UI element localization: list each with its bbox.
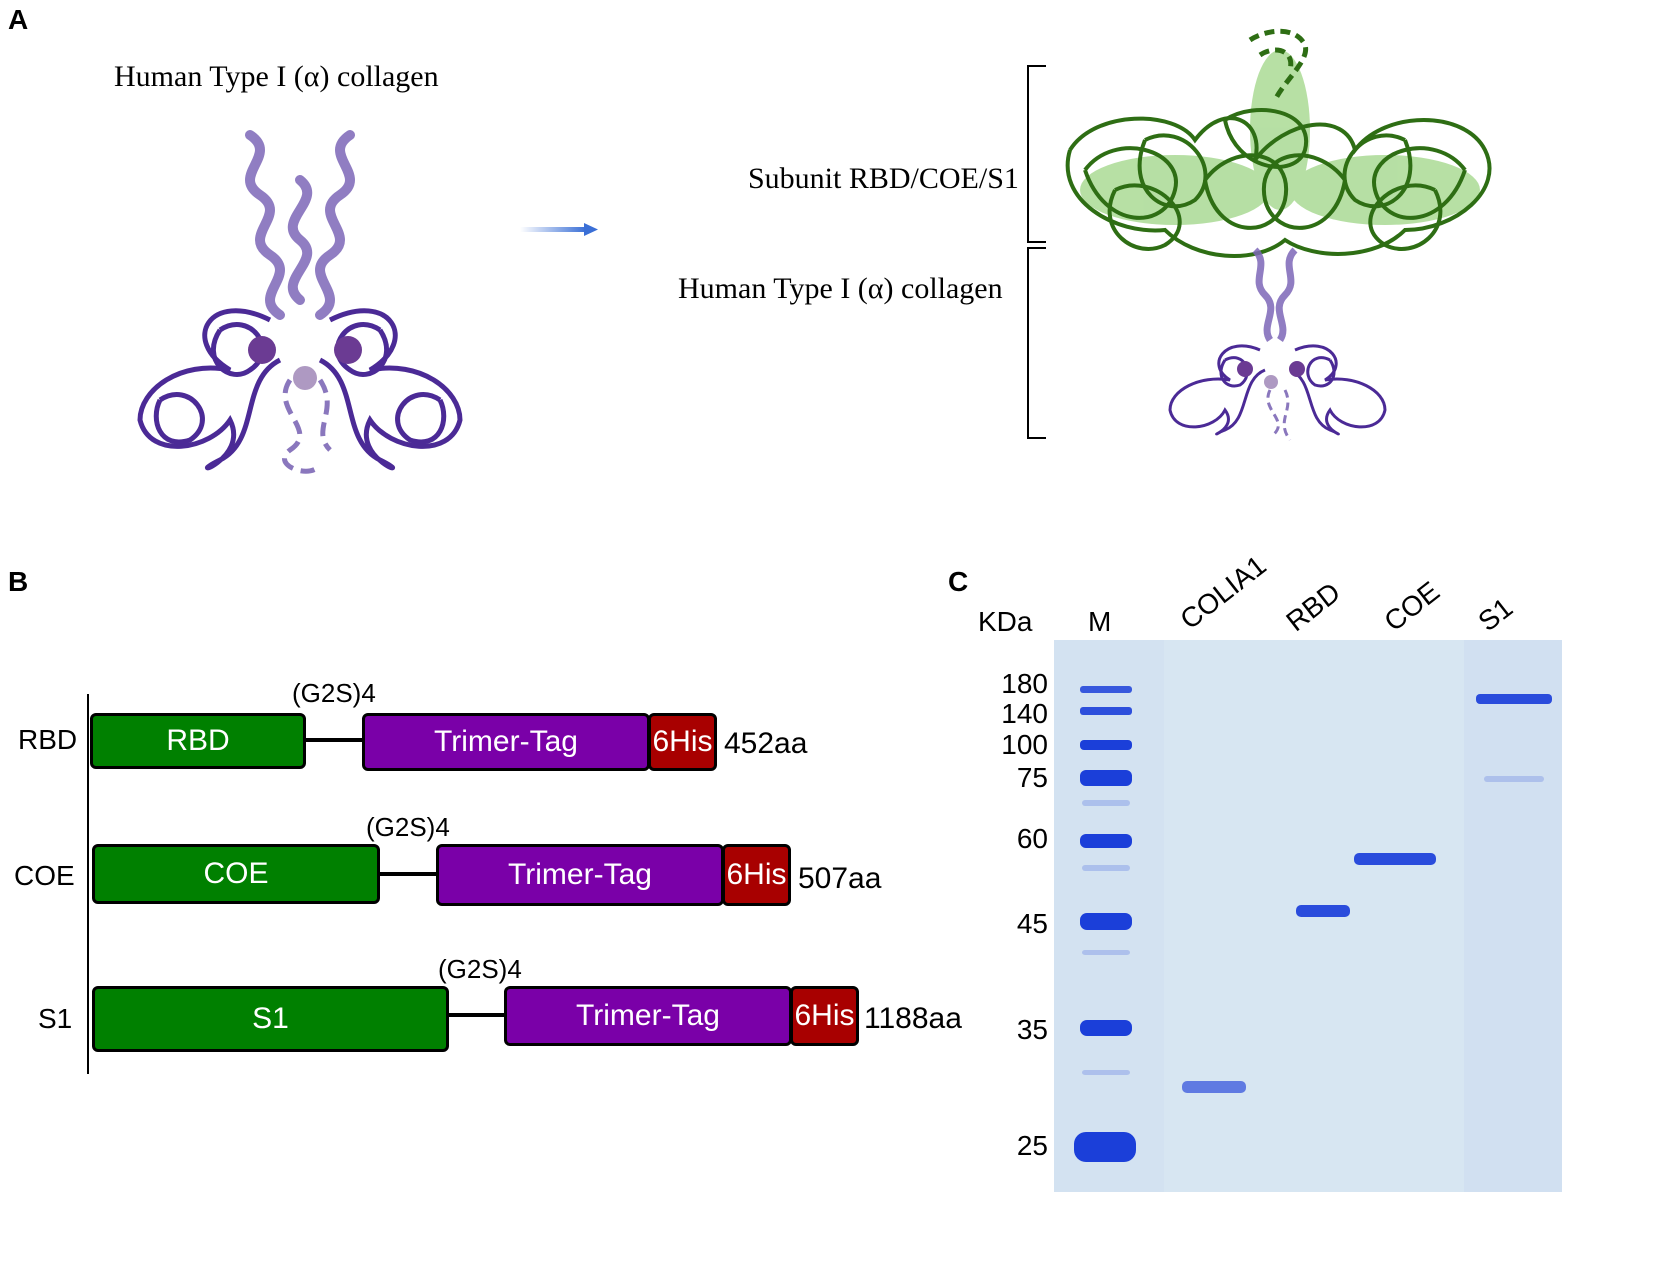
- lane-label-rbd: RBD: [1280, 576, 1346, 638]
- marker-band-60: [1080, 834, 1132, 848]
- his-tag-box-coe: 6His: [722, 844, 791, 906]
- row-label-rbd: RBD: [18, 724, 78, 755]
- linker-line-rbd: [306, 738, 364, 742]
- domain-box-coe: COE: [92, 844, 380, 904]
- panel-c-letter: C: [948, 566, 969, 597]
- linker-label-coe: (G2S)4: [366, 812, 450, 842]
- length-label-coe: 507aa: [798, 862, 882, 895]
- kda-unit-label: KDa: [978, 606, 1033, 637]
- marker-band-35: [1080, 1020, 1132, 1036]
- mw-label-45: 45: [1016, 908, 1048, 939]
- row-label-coe: COE: [14, 860, 75, 891]
- lane-label-s1: S1: [1472, 591, 1519, 638]
- bracket-top-label: Subunit RBD/COE/S1: [748, 162, 1019, 195]
- marker-band-25: [1074, 1132, 1136, 1162]
- bracket: [1027, 65, 1046, 439]
- mw-label-100: 100: [1001, 729, 1048, 760]
- linker-label-s1: (G2S)4: [438, 954, 522, 984]
- panel-b-axis-line: [87, 694, 89, 1074]
- mw-label-180: 180: [1001, 668, 1048, 699]
- mw-label-35: 35: [1016, 1014, 1048, 1045]
- his-tag-box-s1: 6His: [790, 986, 859, 1046]
- linker-line-coe: [380, 872, 438, 876]
- bracket-bottom-label: Human Type I (α) collagen: [678, 272, 1003, 305]
- lane-label-coe: COE: [1378, 575, 1446, 638]
- lane-label-colia1: COLIA1: [1174, 549, 1272, 636]
- marker-band-140: [1080, 707, 1132, 715]
- marker-band-75: [1080, 770, 1132, 786]
- band-s1: [1476, 694, 1552, 704]
- mw-label-140: 140: [1001, 698, 1048, 729]
- trimer-tag-box-s1: Trimer-Tag: [504, 986, 792, 1046]
- panel-a-left-title: Human Type I (α) collagen: [114, 60, 439, 93]
- his-tag-box-rbd: 6His: [648, 713, 717, 771]
- lane-label-m: M: [1088, 606, 1112, 637]
- trimer-tag-box-coe: Trimer-Tag: [436, 844, 724, 906]
- row-label-s1: S1: [38, 1003, 73, 1034]
- domain-box-rbd: RBD: [90, 713, 306, 769]
- band-coe: [1354, 853, 1436, 865]
- band-rbd: [1296, 905, 1350, 917]
- length-label-s1: 1188aa: [864, 1002, 962, 1035]
- linker-line-s1: [448, 1013, 506, 1017]
- panel-a-letter: A: [8, 4, 29, 35]
- marker-band-45: [1080, 913, 1132, 930]
- trimer-tag-box-rbd: Trimer-Tag: [362, 713, 650, 771]
- marker-band-180: [1080, 686, 1132, 693]
- mw-label-25: 25: [1016, 1130, 1048, 1161]
- panel-b-letter: B: [8, 566, 29, 597]
- sds-page-gel: [1054, 640, 1562, 1192]
- collagen-structure-left: [137, 130, 463, 474]
- length-label-rbd: 452aa: [724, 727, 808, 760]
- marker-band-100: [1080, 740, 1132, 750]
- mw-label-75: 75: [1016, 762, 1048, 793]
- arrow-icon: [520, 223, 598, 236]
- subunit-collagen-complex: [1065, 28, 1492, 441]
- domain-box-s1: S1: [92, 986, 449, 1052]
- linker-label-rbd: (G2S)4: [292, 678, 376, 708]
- mw-label-60: 60: [1016, 823, 1048, 854]
- band-colia1: [1182, 1081, 1246, 1093]
